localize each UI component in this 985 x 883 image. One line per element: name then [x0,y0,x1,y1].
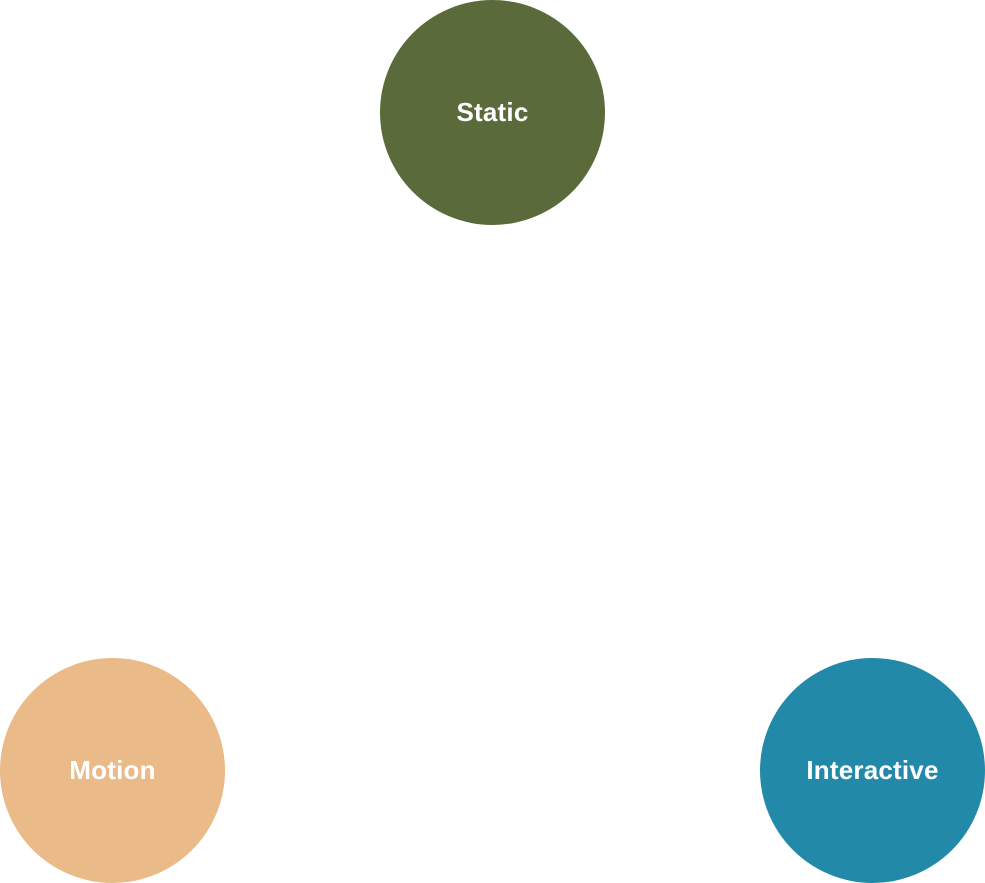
static-circle: Static [380,0,605,225]
interactive-label: Interactive [806,755,939,785]
motion-label: Motion [69,755,156,785]
static-label: Static [456,97,529,127]
motion-circle: Motion [0,658,225,883]
interactive-circle: Interactive [760,658,985,883]
